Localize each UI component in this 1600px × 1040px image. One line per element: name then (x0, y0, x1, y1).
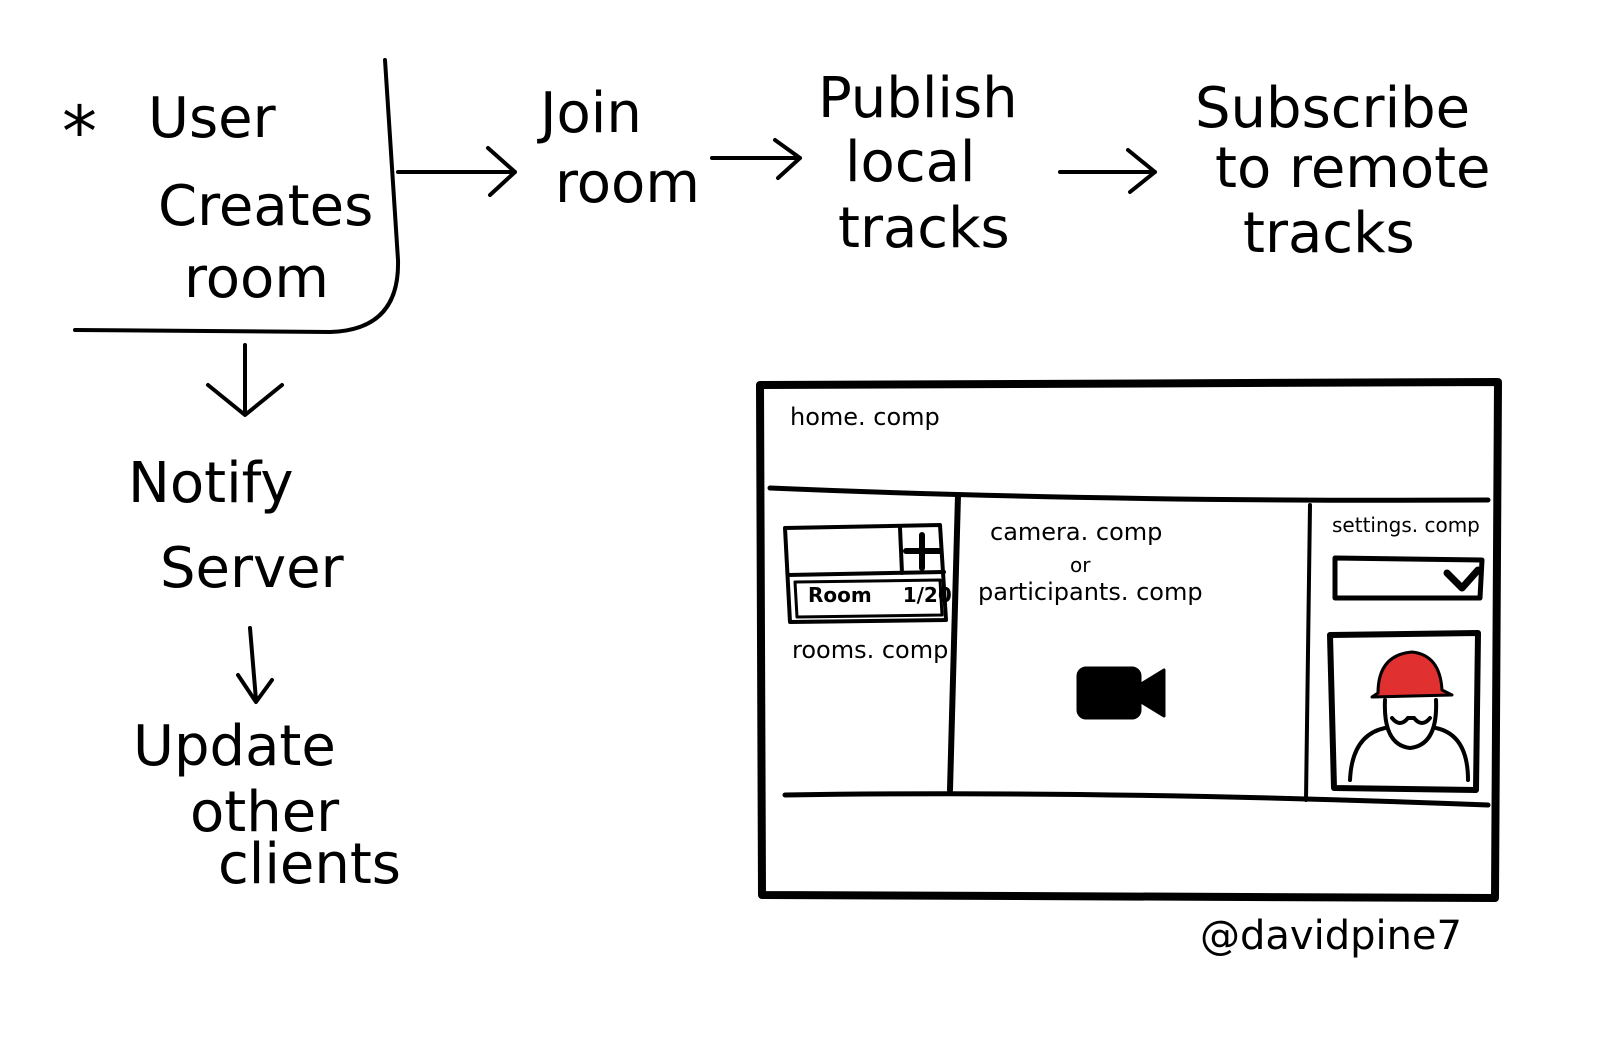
arrow-create-to-join (396, 146, 517, 197)
rooms-component-label: rooms. comp (792, 636, 949, 664)
subscribe-step-line-3: tracks (1243, 201, 1415, 266)
room-button-label: Room (808, 583, 872, 607)
update-step-line-3: clients (218, 832, 401, 897)
rooms-card-inner-line (786, 570, 946, 577)
author-signature: @davidpine7 (1200, 913, 1462, 959)
wireframe-footer-divider (782, 791, 1491, 808)
start-step-line-1: User (148, 86, 276, 151)
arrow-notify-to-update (236, 626, 274, 704)
video-camera-icon (1076, 666, 1166, 720)
start-step-line-3: room (184, 246, 329, 311)
start-box-outline (73, 58, 401, 334)
participants-component-label: participants. comp (978, 578, 1203, 606)
wireframe-header-divider (767, 485, 1491, 503)
camera-component-label: camera. comp (990, 518, 1163, 546)
arrow-join-to-publish (710, 138, 802, 180)
publish-step-line-2: local (845, 130, 976, 195)
wireframe-right-divider (1304, 503, 1312, 802)
rooms-card-button-outline (793, 578, 944, 619)
avatar-glasses (1390, 716, 1432, 725)
join-step-line-2: room (555, 151, 700, 216)
rooms-card-add-divider (898, 526, 904, 575)
avatar-head (1382, 698, 1439, 750)
wireframe-frame (756, 378, 1502, 902)
settings-component-label: settings. comp (1332, 513, 1480, 537)
subscribe-step-line-2: to remote (1215, 136, 1491, 201)
rooms-card-outline (783, 523, 948, 624)
join-step-line-1: Join (540, 81, 642, 146)
or-label: or (1070, 553, 1091, 577)
publish-step-line-3: tracks (838, 196, 1010, 261)
notify-step-line-1: Notify (128, 451, 294, 516)
update-step-line-2: other (190, 780, 340, 845)
room-button[interactable]: Room 1/20 (808, 585, 952, 606)
room-count: 1/20 (902, 583, 952, 607)
arrow-publish-to-subscribe (1058, 148, 1157, 194)
publish-step-line-1: Publish (818, 66, 1018, 131)
wireframe-left-divider (947, 492, 961, 793)
avatar-hat (1370, 650, 1454, 699)
avatar-frame (1327, 630, 1481, 793)
subscribe-step-line-1: Subscribe (1195, 76, 1471, 141)
add-icon (903, 532, 943, 571)
notify-step-line-2: Server (160, 536, 344, 601)
chevron-down-icon (1443, 566, 1482, 592)
start-marker: * (62, 91, 97, 173)
avatar-shoulders (1348, 726, 1470, 782)
update-step-line-1: Update (133, 714, 336, 779)
home-component-label: home. comp (790, 403, 940, 431)
start-step-line-2: Creates (158, 174, 374, 239)
settings-dropdown-outline (1332, 555, 1485, 601)
arrow-create-to-notify (206, 343, 284, 417)
